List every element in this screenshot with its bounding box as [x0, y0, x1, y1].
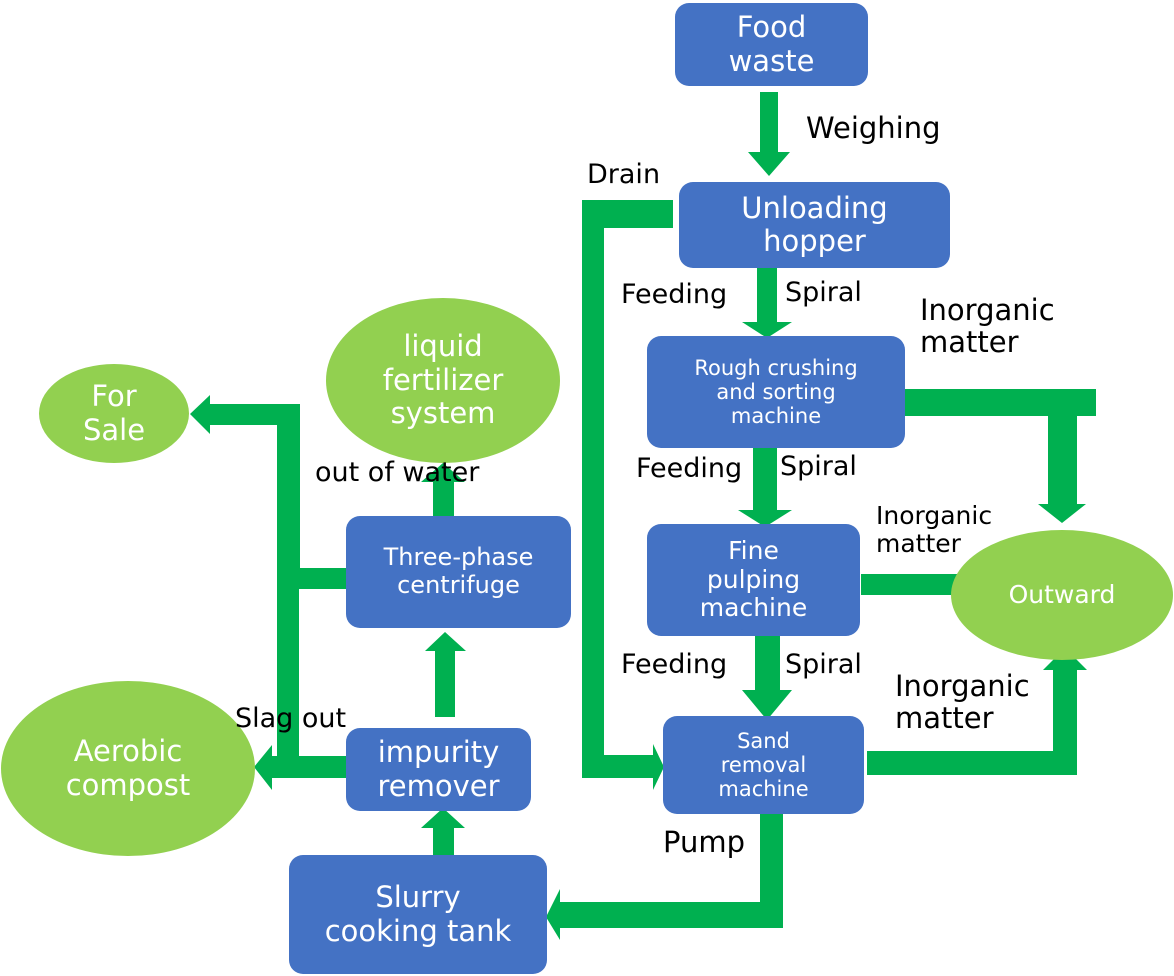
line-trunk-lower: [277, 580, 299, 778]
label-drain: Drain: [587, 159, 661, 190]
label-inorganic-1-line-2: matter: [920, 325, 1019, 360]
label-pump-text: Pump: [663, 825, 746, 859]
node-slurry-tank-line-2: cooking tank: [324, 913, 512, 948]
label-inorganic-1-line-1: Inorganic: [920, 293, 1055, 327]
arrow-impurity-to-centrifuge: [425, 632, 466, 717]
label-pump: Pump: [663, 825, 746, 859]
label-feeding-2: Feeding: [636, 453, 743, 484]
node-three-phase-centrifuge: Three-phase centrifuge: [346, 516, 571, 628]
line-fine-to-outward: [861, 574, 961, 595]
arrow-centrifuge-to-liquid: [421, 463, 465, 516]
label-feeding-3-text: Feeding: [621, 649, 728, 680]
node-liquid-fertilizer-line-1: liquid: [403, 329, 483, 364]
arrow-rough-to-fine: [738, 436, 792, 527]
label-inorganic-2: Inorganic matter: [876, 502, 992, 558]
node-impurity-remover-line-1: impurity: [377, 735, 500, 770]
label-out-of-water: out of water: [315, 457, 480, 488]
node-food-waste-line-1: Food: [736, 10, 807, 45]
node-centrifuge-line-1: Three-phase: [383, 543, 534, 572]
node-sand-removal-line-2: removal: [720, 752, 807, 777]
label-feeding-1-text: Feeding: [621, 279, 728, 310]
node-impurity-remover-line-2: remover: [377, 768, 500, 803]
node-slurry-tank-line-1: Slurry: [375, 880, 461, 915]
label-spiral-3-text: Spiral: [785, 649, 862, 680]
node-rough-crushing: Rough crushing and sorting machine: [647, 336, 905, 448]
arrow-centrifuge-to-forsale: [190, 395, 300, 580]
label-slag-out: Slag out: [235, 703, 347, 734]
node-food-waste-line-2: waste: [728, 43, 815, 78]
arrow-impurity-to-compost: [254, 745, 346, 790]
label-inorganic-2-line-1: Inorganic: [876, 501, 993, 530]
arrow-pump-to-slurry: [546, 811, 783, 940]
node-for-sale-line-2: Sale: [82, 412, 146, 447]
label-drain-text: Drain: [587, 159, 661, 190]
node-sand-removal-line-3: machine: [718, 777, 809, 802]
label-spiral-2: Spiral: [780, 451, 857, 482]
node-slurry-tank: Slurry cooking tank: [289, 855, 547, 974]
node-fine-pulping-line-2: pulping: [706, 564, 801, 594]
label-inorganic-1: Inorganic matter: [920, 294, 1055, 359]
label-weighing: Weighing: [806, 111, 941, 145]
node-impurity-remover: impurity remover: [346, 728, 531, 811]
label-inorganic-3: Inorganic matter: [895, 670, 1030, 735]
node-for-sale-line-1: For: [91, 379, 137, 414]
arrow-slurry-to-impurity: [421, 808, 465, 855]
node-for-sale: For Sale: [39, 364, 189, 463]
node-sand-removal: Sand removal machine: [663, 716, 864, 814]
node-rough-crushing-line-1: Rough crushing: [694, 355, 858, 380]
node-fine-pulping-line-1: Fine: [728, 535, 779, 565]
arrow-fine-to-sand: [742, 636, 792, 720]
label-spiral-1-text: Spiral: [785, 277, 862, 308]
label-inorganic-3-line-2: matter: [895, 701, 994, 736]
node-food-waste: Food waste: [675, 3, 868, 86]
label-feeding-2-text: Feeding: [636, 453, 743, 484]
node-aerobic-compost: Aerobic compost: [1, 681, 255, 856]
label-spiral-3: Spiral: [785, 649, 862, 680]
node-aerobic-compost-line-1: Aerobic: [73, 734, 183, 769]
arrow-food-to-hopper: [748, 92, 790, 176]
node-fine-pulping-line-3: machine: [699, 593, 808, 623]
arrow-sand-to-outward: [867, 648, 1087, 775]
node-unloading-hopper-line-1: Unloading: [741, 190, 888, 225]
label-feeding-3: Feeding: [621, 649, 728, 680]
arrow-drain-to-sand: [582, 200, 673, 790]
label-slag-out-text: Slag out: [235, 703, 347, 734]
node-unloading-hopper: Unloading hopper: [679, 182, 950, 268]
label-inorganic-2-line-2: matter: [876, 529, 961, 558]
label-weighing-text: Weighing: [806, 111, 941, 145]
node-aerobic-compost-line-2: compost: [65, 767, 191, 802]
node-outward: Outward: [951, 530, 1173, 660]
label-inorganic-3-line-1: Inorganic: [895, 669, 1030, 703]
node-liquid-fertilizer: liquid fertilizer system: [326, 298, 560, 463]
node-liquid-fertilizer-line-2: fertilizer: [382, 362, 504, 397]
label-feeding-1: Feeding: [621, 279, 728, 310]
node-centrifuge-line-2: centrifuge: [397, 571, 520, 599]
node-liquid-fertilizer-line-3: system: [390, 396, 496, 431]
node-outward-line-1: Outward: [1008, 579, 1116, 609]
node-rough-crushing-line-2: and sorting: [716, 379, 836, 404]
node-fine-pulping: Fine pulping machine: [647, 524, 860, 636]
arrow-hopper-to-rough: [742, 266, 792, 338]
label-spiral-2-text: Spiral: [780, 451, 857, 482]
label-out-of-water-text: out of water: [315, 457, 480, 488]
node-rough-crushing-line-3: machine: [730, 404, 822, 429]
label-spiral-1: Spiral: [785, 277, 862, 308]
node-unloading-hopper-line-2: hopper: [763, 224, 866, 258]
node-sand-removal-line-1: Sand: [737, 728, 790, 753]
